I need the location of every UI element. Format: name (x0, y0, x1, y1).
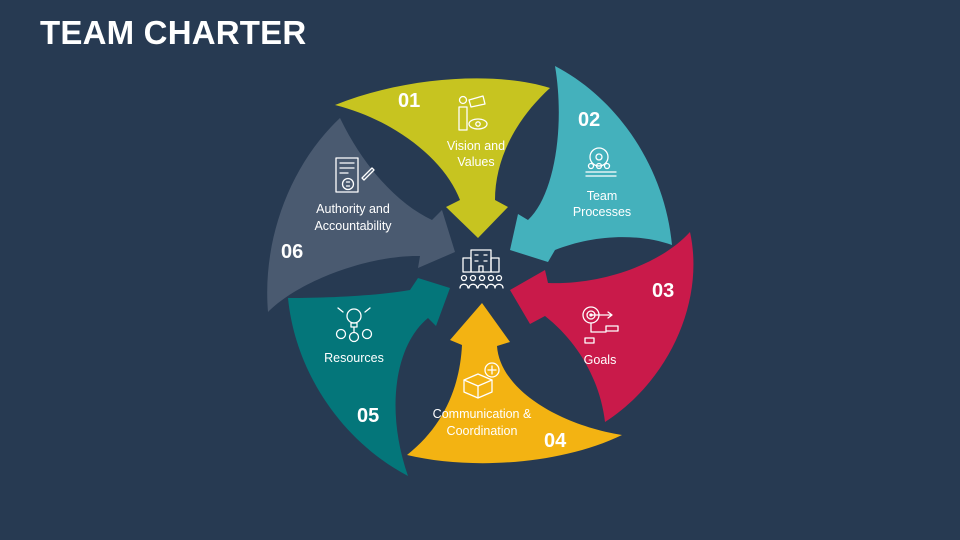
segment-01-label-line2: Values (457, 155, 494, 169)
segment-01-arrow (335, 78, 550, 239)
document-dollar-icon (335, 157, 375, 193)
segment-01-label-line1: Vision and (447, 139, 505, 153)
segment-03-label-line1: Goals (584, 353, 617, 367)
segment-04[interactable]: 04 Communication & Coordination (407, 303, 622, 464)
segment-04-label-line2: Coordination (447, 424, 518, 438)
target-goal-icon (582, 306, 619, 344)
segment-01-number: 01 (398, 90, 420, 112)
resources-network-icon (335, 307, 373, 343)
segment-03-number: 03 (652, 280, 674, 302)
segment-05-arrow (288, 278, 450, 476)
segment-05-label-line1: Resources (324, 351, 384, 365)
team-building-icon (459, 249, 504, 289)
segment-06-arrow (267, 118, 455, 312)
segment-03[interactable]: 03 Goals (510, 232, 694, 422)
segment-03-arrow (510, 232, 694, 422)
segment-02-label-line2: Processes (573, 205, 631, 219)
segment-02[interactable]: 02 Team Processes (510, 66, 672, 262)
segment-01[interactable]: 01 Vision and Values (335, 78, 550, 239)
segment-05[interactable]: 05 Resources (288, 278, 450, 476)
slide-title: TEAM CHARTER (40, 14, 307, 51)
segment-06[interactable]: 06 Authority and Accountability (267, 118, 455, 312)
segment-04-arrow (407, 303, 622, 464)
team-process-gear-icon (585, 147, 617, 177)
segment-04-label-line1: Communication & (433, 407, 532, 421)
vision-binoculars-icon (458, 95, 488, 131)
segment-02-number: 02 (578, 109, 600, 131)
segment-05-number: 05 (357, 405, 379, 427)
segment-04-number: 04 (544, 430, 567, 452)
segment-02-label-line1: Team (587, 189, 618, 203)
segment-06-label-line1: Authority and (316, 202, 390, 216)
segment-06-label-line2: Accountability (314, 219, 392, 233)
segment-06-number: 06 (281, 241, 303, 263)
box-communication-icon (463, 362, 500, 399)
